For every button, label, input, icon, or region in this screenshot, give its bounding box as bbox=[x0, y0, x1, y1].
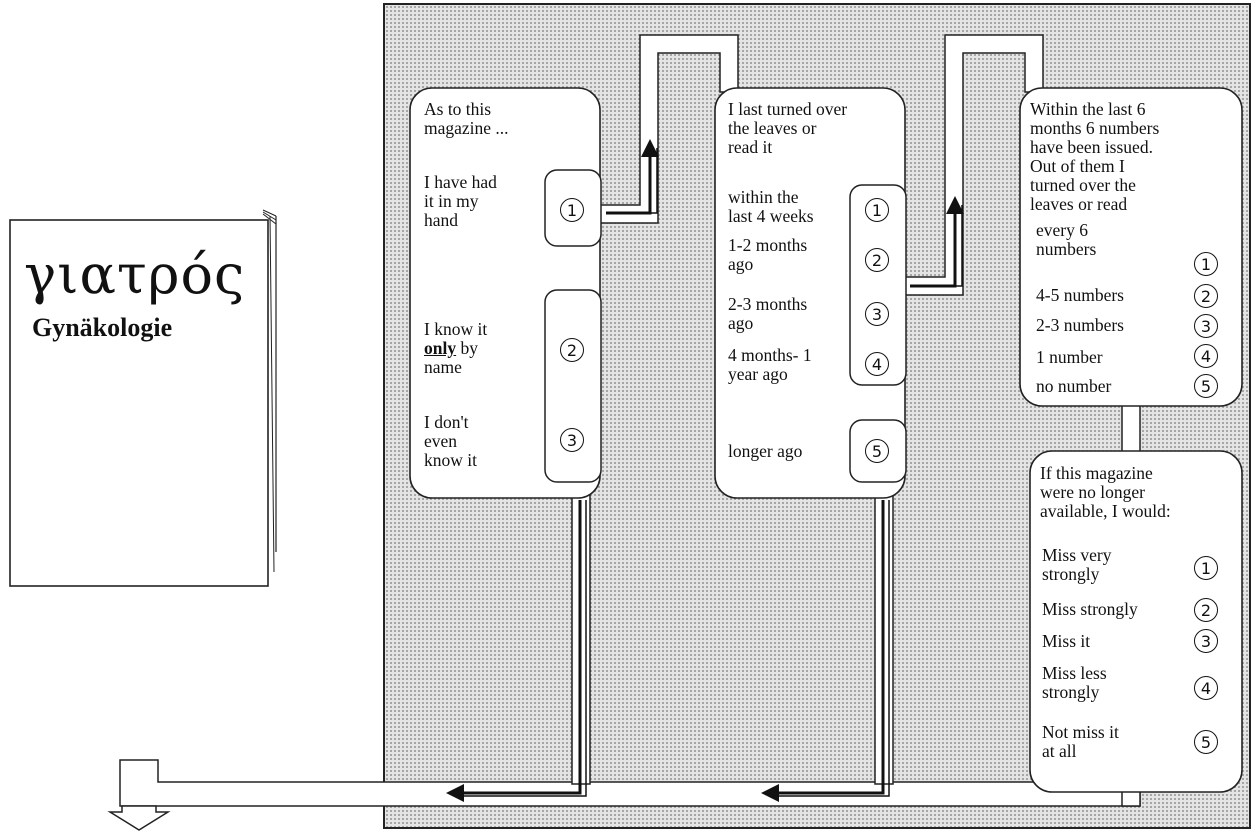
q1-opt3-line3: know it bbox=[424, 451, 477, 470]
q4-opt5-line1: Not miss it bbox=[1042, 723, 1119, 742]
q1-heading-line1: As to this bbox=[424, 100, 491, 119]
q2-code-4[interactable]: 4 bbox=[865, 352, 889, 376]
q1-heading-line2: magazine ... bbox=[424, 119, 509, 138]
q3-code-1[interactable]: 1 bbox=[1194, 252, 1218, 276]
q3-code-4[interactable]: 4 bbox=[1194, 344, 1218, 368]
q2-opt5-line1: longer ago bbox=[728, 442, 802, 461]
q4-code-2[interactable]: 2 bbox=[1194, 598, 1218, 622]
q1-code-1[interactable]: 1 bbox=[560, 198, 584, 222]
q1-opt2-line1: I know it bbox=[424, 320, 487, 339]
q3-code-5[interactable]: 5 bbox=[1194, 374, 1218, 398]
q1-opt1-line2: it in my bbox=[424, 192, 478, 211]
q3-opt5-line1: no number bbox=[1036, 377, 1111, 396]
q2-opt1-line2: last 4 weeks bbox=[728, 207, 814, 226]
q3-heading-line3: have been issued. bbox=[1030, 138, 1153, 157]
q4-opt1-line2: strongly bbox=[1042, 565, 1099, 584]
q2-heading-line3: read it bbox=[728, 138, 772, 157]
q4-code-4[interactable]: 4 bbox=[1194, 676, 1218, 700]
q1-opt1-line3: hand bbox=[424, 211, 458, 230]
q2-code-2[interactable]: 2 bbox=[865, 248, 889, 272]
q1-opt3-line2: even bbox=[424, 432, 457, 451]
q3-opt1-line2: numbers bbox=[1036, 240, 1096, 259]
q4-code-1[interactable]: 1 bbox=[1194, 556, 1218, 580]
q3-opt2-line1: 4-5 numbers bbox=[1036, 286, 1124, 305]
q2-heading-line2: the leaves or bbox=[728, 119, 816, 138]
q3-opt1-line1: every 6 bbox=[1036, 221, 1088, 240]
q4-opt3-line1: Miss it bbox=[1042, 632, 1090, 651]
q4-opt4-line2: strongly bbox=[1042, 683, 1099, 702]
q4-opt2-line1: Miss strongly bbox=[1042, 600, 1138, 619]
q4-opt4-line1: Miss less bbox=[1042, 664, 1107, 683]
q1-opt2-line3: name bbox=[424, 358, 462, 377]
q2-code-3[interactable]: 3 bbox=[865, 302, 889, 326]
q3-heading-line2: months 6 numbers bbox=[1030, 119, 1159, 138]
q4-heading-line3: available, I would: bbox=[1040, 502, 1171, 521]
q4-heading-line2: were no longer bbox=[1040, 483, 1145, 502]
q2-heading-line1: I last turned over bbox=[728, 100, 847, 119]
q4-opt5-line2: at all bbox=[1042, 742, 1077, 761]
q3-opt4-line1: 1 number bbox=[1036, 348, 1103, 367]
q1-opt3-line1: I don't bbox=[424, 413, 468, 432]
q3-opt3-line1: 2-3 numbers bbox=[1036, 316, 1124, 335]
q4-opt1-line1: Miss very bbox=[1042, 546, 1112, 565]
q2-opt3-line2: ago bbox=[728, 314, 753, 333]
q2-opt4-line2: year ago bbox=[728, 365, 788, 384]
q4-code-3[interactable]: 3 bbox=[1194, 629, 1218, 653]
q2-opt2-line2: ago bbox=[728, 255, 753, 274]
q2-opt2-line1: 1-2 months bbox=[728, 236, 807, 255]
q1-opt1-line1: I have had bbox=[424, 173, 497, 192]
q2-opt3-line1: 2-3 months bbox=[728, 295, 807, 314]
q4-heading-line1: If this magazine bbox=[1040, 464, 1153, 483]
q3-heading-line5: turned over the bbox=[1030, 176, 1136, 195]
q3-code-3[interactable]: 3 bbox=[1194, 314, 1218, 338]
q2-code-5[interactable]: 5 bbox=[865, 439, 889, 463]
q3-code-2[interactable]: 2 bbox=[1194, 284, 1218, 308]
q2-opt4-line1: 4 months- 1 bbox=[728, 346, 812, 365]
q1-code-3[interactable]: 3 bbox=[560, 428, 584, 452]
q3-heading-line1: Within the last 6 bbox=[1030, 100, 1145, 119]
q1-opt2-line2: only by bbox=[424, 339, 478, 358]
q4-code-5[interactable]: 5 bbox=[1194, 730, 1218, 754]
q3-heading-line6: leaves or read bbox=[1030, 195, 1127, 214]
q2-code-1[interactable]: 1 bbox=[865, 198, 889, 222]
q1-code-2[interactable]: 2 bbox=[560, 338, 584, 362]
q3-heading-line4: Out of them I bbox=[1030, 157, 1125, 176]
exit-band bbox=[110, 760, 1140, 830]
q2-opt1-line1: within the bbox=[728, 188, 798, 207]
